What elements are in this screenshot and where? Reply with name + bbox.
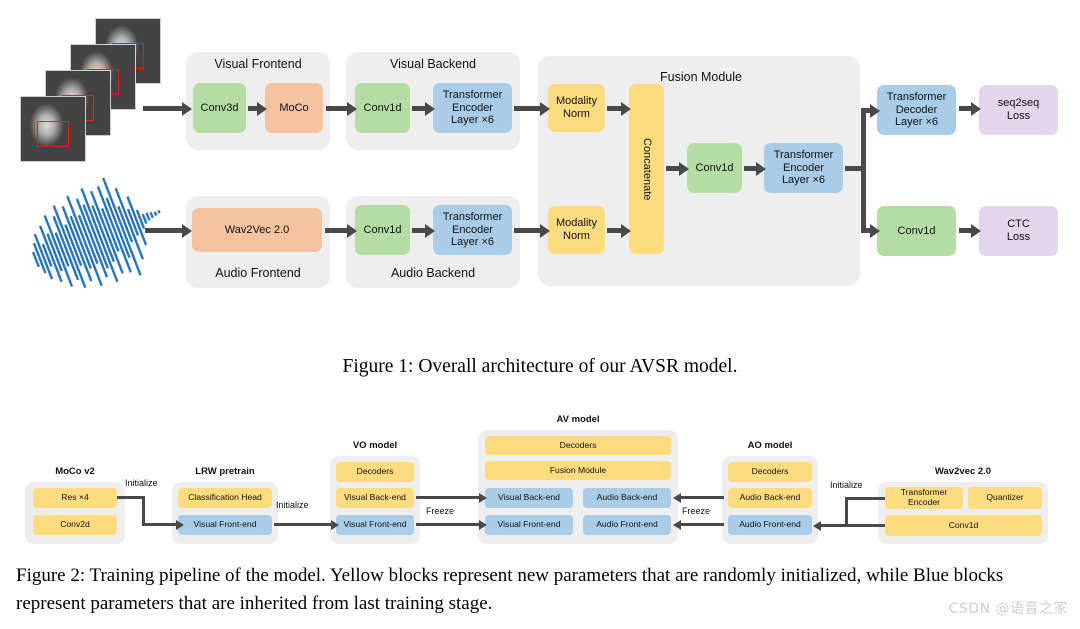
audio-waveform bbox=[31, 177, 161, 289]
block-audio-conv1d[interactable]: Conv1d bbox=[355, 205, 410, 255]
face-image bbox=[21, 97, 85, 161]
arrow-fusion-out-vertical bbox=[861, 108, 866, 230]
block-vo-visual-back-end[interactable]: Visual Back-end bbox=[336, 488, 414, 508]
arrow-to-ctc-conv1d bbox=[861, 223, 880, 238]
edge-lrw-to-vo bbox=[274, 519, 339, 531]
arrow-decoder-to-seq2seq-loss bbox=[959, 101, 981, 116]
block-conv2d[interactable]: Conv2d bbox=[33, 515, 117, 535]
group-label-audio-frontend: Audio Frontend bbox=[215, 266, 301, 280]
block-wav2vec[interactable]: Wav2Vec 2.0 bbox=[192, 208, 322, 252]
block-av-audio-back-end[interactable]: Audio Back-end bbox=[583, 488, 671, 508]
edge-moco-to-lrw-h1 bbox=[117, 496, 145, 500]
arrow-ctc-conv1d-to-ctc-loss bbox=[959, 223, 981, 238]
figure-2-caption: Figure 2: Training pipeline of the model… bbox=[16, 562, 1068, 617]
group-label-visual-frontend: Visual Frontend bbox=[214, 57, 302, 71]
edge-label-initialize-2: Initialize bbox=[276, 500, 309, 510]
arrow-modality-norm-audio-to-concat bbox=[607, 223, 631, 238]
edge-label-initialize-3: Initialize bbox=[830, 480, 863, 490]
block-wav2vec-transformer-encoder[interactable]: Transformer Encoder bbox=[885, 487, 963, 509]
block-classification-head[interactable]: Classification Head bbox=[178, 488, 272, 508]
arrow-audio-encoder-to-modality-norm bbox=[514, 223, 550, 238]
block-av-audio-front-end[interactable]: Audio Front-end bbox=[583, 515, 671, 535]
arrow-moco-to-visual-conv1d bbox=[326, 101, 357, 116]
group-label-fusion-module: Fusion Module bbox=[660, 70, 742, 84]
block-av-visual-front-end[interactable]: Visual Front-end bbox=[485, 515, 573, 535]
block-fusion-conv1d[interactable]: Conv1d bbox=[687, 143, 742, 193]
block-wav2vec-quantizer[interactable]: Quantizer bbox=[968, 487, 1042, 509]
block-wav2vec-conv1d[interactable]: Conv1d bbox=[885, 515, 1042, 536]
arrow-concat-to-fusion-conv1d bbox=[666, 161, 689, 176]
arrow-fusion-out-stem bbox=[845, 166, 865, 171]
group-label-visual-backend: Visual Backend bbox=[390, 57, 476, 71]
block-transformer-decoder[interactable]: Transformer Decoder Layer ×6 bbox=[877, 85, 956, 135]
block-ao-audio-front-end[interactable]: Audio Front-end bbox=[728, 515, 812, 535]
stage-title-av-model: AV model bbox=[556, 414, 600, 425]
watermark: CSDN @语音之家 bbox=[948, 601, 1068, 617]
arrow-fusion-conv1d-to-encoder bbox=[744, 161, 766, 176]
block-lrw-visual-front-end[interactable]: Visual Front-end bbox=[178, 515, 272, 535]
edge-label-freeze-1: Freeze bbox=[426, 506, 455, 516]
edge-moco-to-lrw-h2 bbox=[142, 519, 184, 531]
stage-title-wav2vec: Wav2vec 2.0 bbox=[934, 466, 992, 477]
edge-label-initialize-1: Initialize bbox=[125, 478, 158, 488]
block-ctc-loss[interactable]: CTC Loss bbox=[979, 206, 1058, 256]
figure-1-caption: Figure 1: Overall architecture of our AV… bbox=[342, 356, 738, 377]
edge-wav2vec-conv-stem bbox=[845, 524, 885, 528]
arrow-audio-conv1d-to-encoder bbox=[412, 223, 435, 238]
block-visual-transformer-encoder[interactable]: Transformer Encoder Layer ×6 bbox=[433, 83, 512, 133]
edge-wav2vec-enc-stem bbox=[845, 497, 885, 501]
arrow-video-to-conv3d bbox=[143, 101, 192, 116]
block-modality-norm-visual[interactable]: Modality Norm bbox=[548, 84, 605, 132]
block-moco[interactable]: MoCo bbox=[265, 83, 323, 133]
block-fusion-transformer-encoder[interactable]: Transformer Encoder Layer ×6 bbox=[764, 143, 843, 193]
block-concatenate[interactable]: Concatenate bbox=[629, 84, 664, 254]
arrow-waveform-to-wav2vec bbox=[145, 223, 192, 238]
edge-wav2vec-to-ao bbox=[813, 520, 848, 532]
block-conv3d[interactable]: Conv3d bbox=[193, 83, 246, 133]
arrow-visual-conv1d-to-encoder bbox=[412, 101, 435, 116]
edge-vo-to-av-frontend bbox=[416, 519, 487, 531]
stage-title-moco-v2: MoCo v2 bbox=[55, 466, 95, 477]
stage-title-ao-model: AO model bbox=[747, 440, 793, 451]
block-av-visual-back-end[interactable]: Visual Back-end bbox=[485, 488, 573, 508]
group-label-audio-backend: Audio Backend bbox=[390, 266, 476, 280]
mouth-roi-box bbox=[37, 121, 69, 147]
arrow-to-transformer-decoder bbox=[861, 103, 880, 118]
arrow-wav2vec-to-audio-conv1d bbox=[325, 223, 357, 238]
block-visual-conv1d[interactable]: Conv1d bbox=[355, 83, 410, 133]
arrow-visual-encoder-to-modality-norm bbox=[514, 101, 550, 116]
arrow-modality-norm-visual-to-concat bbox=[607, 101, 631, 116]
edge-ao-to-av-frontend bbox=[673, 519, 724, 531]
block-modality-norm-audio[interactable]: Modality Norm bbox=[548, 206, 605, 254]
block-av-fusion-module[interactable]: Fusion Module bbox=[485, 461, 671, 480]
block-vo-visual-front-end[interactable]: Visual Front-end bbox=[336, 515, 414, 535]
figure-2-caption-line-1: Figure 2: Training pipeline of the model… bbox=[16, 565, 862, 586]
stage-title-vo-model: VO model bbox=[352, 440, 398, 451]
block-seq2seq-loss[interactable]: seq2seq Loss bbox=[979, 85, 1058, 135]
block-ctc-conv1d[interactable]: Conv1d bbox=[877, 206, 956, 256]
block-res-x4[interactable]: Res ×4 bbox=[33, 488, 117, 508]
block-av-decoders[interactable]: Decoders bbox=[485, 436, 671, 455]
edge-moco-to-lrw-v bbox=[142, 496, 146, 525]
edge-wav2vec-merge-v bbox=[845, 497, 849, 527]
block-concatenate-label: Concatenate bbox=[640, 137, 653, 201]
arrow-conv3d-to-moco bbox=[248, 101, 267, 116]
block-ao-audio-back-end[interactable]: Audio Back-end bbox=[728, 488, 812, 508]
edge-label-freeze-2: Freeze bbox=[682, 506, 711, 516]
block-vo-decoders[interactable]: Decoders bbox=[336, 462, 414, 482]
figure-2-caption-line-2: while Blue blocks represent parameters t… bbox=[16, 565, 1004, 614]
edge-vo-to-av-backend bbox=[416, 492, 487, 504]
block-ao-decoders[interactable]: Decoders bbox=[728, 462, 812, 482]
edge-ao-to-av-backend bbox=[673, 492, 724, 504]
block-audio-transformer-encoder[interactable]: Transformer Encoder Layer ×6 bbox=[433, 205, 512, 255]
stage-title-lrw-pretrain: LRW pretrain bbox=[195, 466, 255, 477]
video-frame bbox=[20, 96, 86, 162]
